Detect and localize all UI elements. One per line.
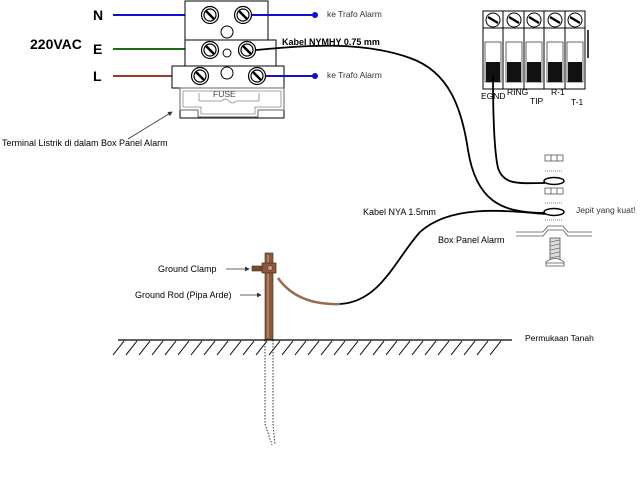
- cable-nya: [339, 209, 546, 305]
- surface-label: Permukaan Tanah: [525, 333, 594, 343]
- cable-nymhy-label: Kabel NYMHY 0.75 mm: [282, 37, 380, 47]
- clamp-stack: [516, 154, 592, 267]
- ground-hatch: [307, 340, 320, 356]
- ground-hatch: [177, 340, 190, 356]
- terminal-r1: R-1: [551, 87, 565, 97]
- terminal-caption: Terminal Listrik di dalam Box Panel Alar…: [2, 138, 168, 148]
- ground-hatch: [255, 340, 268, 356]
- ground-hatch: [320, 340, 333, 356]
- ground-hatch: [268, 340, 281, 356]
- ground-hatch: [216, 340, 229, 356]
- terminal-block: [171, 0, 285, 119]
- ground-hatch: [385, 340, 398, 356]
- ground-rod: [251, 252, 277, 446]
- ground-hatch: [359, 340, 372, 356]
- line-n-label: N: [93, 7, 104, 23]
- line-l-label: L: [93, 68, 102, 84]
- ground-hatch: [151, 340, 164, 356]
- ground-hatch: [112, 340, 125, 356]
- cable-nya-label: Kabel NYA 1.5mm: [363, 207, 436, 217]
- trafo-label-top: ke Trafo Alarm: [327, 9, 382, 19]
- connector-block: [482, 10, 589, 90]
- ground-hatch: [424, 340, 437, 356]
- cable-nya-copper: [276, 277, 341, 306]
- ground-hatch: [450, 340, 463, 356]
- wire-out-top-dot: [312, 12, 318, 18]
- ground-hatch: [333, 340, 346, 356]
- terminal-t1: T-1: [571, 97, 584, 107]
- ground-hatch: [437, 340, 450, 356]
- ground-hatch: [242, 340, 255, 356]
- wire-out-bottom-dot: [312, 73, 318, 79]
- voltage-label: 220VAC: [30, 36, 82, 52]
- ground-hatch: [489, 340, 502, 356]
- ground-hatch: [411, 340, 424, 356]
- terminal-tip: TIP: [530, 96, 544, 106]
- ground-hatch: [164, 340, 177, 356]
- fuse-label: FUSE: [213, 89, 236, 99]
- ground-hatch: [372, 340, 385, 356]
- ground-hatch: [138, 340, 151, 356]
- ground-surface: [112, 339, 512, 356]
- box-panel-label: Box Panel Alarm: [438, 235, 505, 245]
- cable-egnd: [492, 74, 546, 185]
- ground-hatch: [294, 340, 307, 356]
- ground-hatch: [476, 340, 489, 356]
- ground-hatch: [398, 340, 411, 356]
- ground-hatch: [190, 340, 203, 356]
- terminal-egnd: EGND: [481, 91, 506, 101]
- ground-hatch: [346, 340, 359, 356]
- ground-hatch: [281, 340, 294, 356]
- clamp-note: Jepit yang kuat!: [576, 205, 636, 215]
- ground-hatch: [125, 340, 138, 356]
- ground-hatch: [229, 340, 242, 356]
- cable-nymhy: [255, 44, 546, 214]
- trafo-label-bottom: ke Trafo Alarm: [327, 70, 382, 80]
- ground-rod-label: Ground Rod (Pipa Arde): [135, 290, 232, 300]
- ground-clamp-label: Ground Clamp: [158, 264, 217, 274]
- terminal-ring: RING: [507, 87, 529, 97]
- ground-hatch: [463, 340, 476, 356]
- line-e-label: E: [93, 41, 103, 57]
- caption-pointer: [127, 111, 173, 140]
- ground-hatch: [203, 340, 216, 356]
